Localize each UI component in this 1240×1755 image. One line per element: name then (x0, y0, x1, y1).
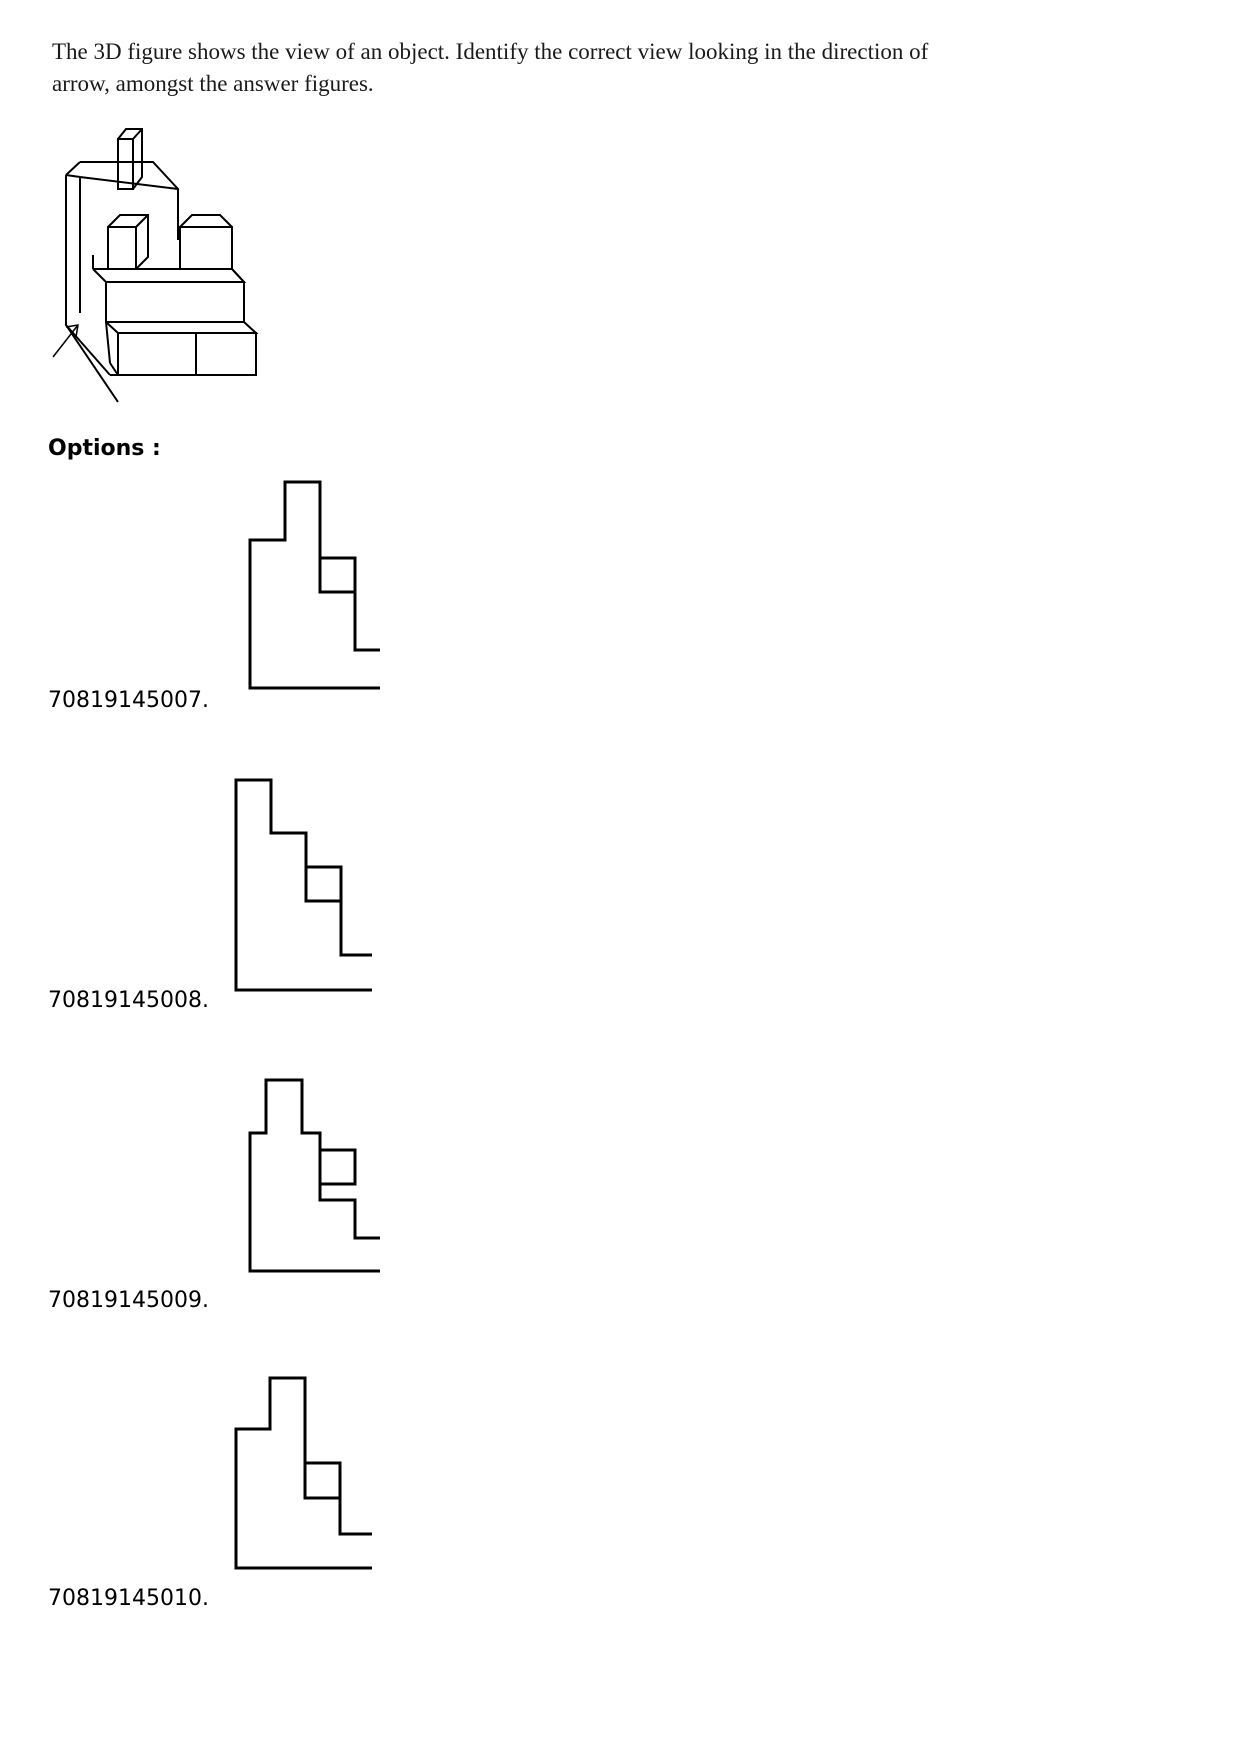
option-1-outline (248, 480, 380, 690)
option-2-figure (234, 778, 372, 992)
question-text: The 3D figure shows the view of an objec… (52, 39, 929, 96)
option-4-small-box (303, 1461, 342, 1500)
option-2-label: 70819145008. (48, 988, 209, 1013)
option-4-figure (234, 1376, 372, 1570)
option-2-small-box (304, 865, 343, 903)
option-1-small-box (318, 556, 357, 594)
option-2-outline (234, 778, 372, 992)
question-3d-figure (52, 128, 259, 403)
option-3-figure (248, 1078, 380, 1273)
option-1-label: 70819145007. (48, 688, 209, 713)
direction-arrow-icon (52, 324, 79, 358)
option-1-figure (248, 480, 380, 690)
option-4-label: 70819145010. (48, 1586, 209, 1611)
option-3-small-box (318, 1148, 357, 1186)
option-3-outline (248, 1078, 380, 1273)
options-heading: Options : (48, 436, 161, 461)
option-3-label: 70819145009. (48, 1288, 209, 1313)
